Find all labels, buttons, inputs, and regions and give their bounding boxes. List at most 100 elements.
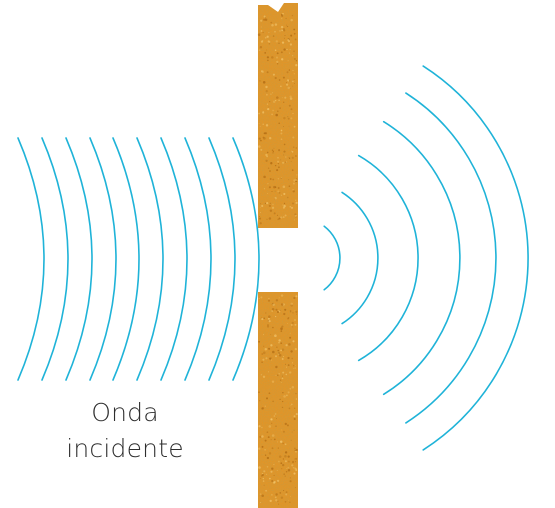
barrier-speckle: [280, 177, 282, 179]
barrier-speckle: [293, 472, 296, 475]
barrier-speckle: [265, 473, 268, 476]
barrier-speckle: [264, 36, 267, 39]
barrier-speckle: [284, 308, 287, 311]
barrier-speckle: [282, 185, 286, 189]
barrier-speckle: [279, 309, 281, 311]
barrier-speckle: [289, 49, 291, 51]
barrier-speckle: [290, 302, 294, 306]
barrier-speckle: [294, 38, 297, 41]
barrier-speckle: [292, 55, 294, 57]
barrier-speckle: [289, 95, 292, 98]
barrier-speckle: [289, 43, 293, 46]
barrier-speckle: [274, 30, 276, 33]
barrier-speckle: [296, 174, 298, 176]
barrier-speckle: [287, 460, 290, 463]
barrier-speckle: [295, 469, 298, 472]
barrier-speckle: [293, 429, 295, 431]
barrier-speckle: [275, 499, 278, 502]
barrier-speckle: [275, 40, 278, 43]
barrier-speckle: [258, 340, 260, 343]
barrier-speckle: [271, 494, 273, 496]
barrier-speckle: [274, 23, 278, 26]
barrier-speckle: [288, 69, 291, 71]
barrier-speckle: [280, 303, 284, 306]
incident-wavefront-7: [160, 137, 188, 381]
barrier-speckle: [271, 23, 274, 27]
barrier-speckle: [287, 455, 290, 458]
barrier-speckle: [262, 480, 265, 482]
barrier-speckle: [290, 439, 292, 441]
barrier-speckle: [291, 14, 294, 17]
barrier-speckle: [265, 124, 269, 127]
barrier-speckle: [287, 391, 290, 394]
barrier-speckle: [292, 113, 294, 115]
barrier-speckle: [261, 445, 264, 448]
barrier-speckle: [265, 489, 267, 492]
barrier-speckle: [283, 202, 286, 205]
barrier-speckle: [280, 85, 282, 88]
barrier-speckle: [271, 56, 274, 59]
barrier-speckle: [288, 104, 291, 107]
barrier-speckle: [275, 308, 278, 311]
incident-wavefront-10: [232, 137, 260, 381]
barrier-speckle: [266, 456, 270, 460]
barrier-speckle: [264, 449, 266, 451]
barrier-speckle: [278, 460, 280, 463]
barrier-speckle: [286, 424, 289, 427]
barrier-speckle: [272, 326, 274, 329]
barrier-speckle: [280, 327, 283, 330]
barrier-speckle: [294, 458, 296, 460]
barrier-speckle: [270, 21, 273, 24]
barrier-speckle: [267, 59, 269, 62]
barrier-speckle: [258, 425, 261, 428]
barrier-speckle: [283, 490, 285, 492]
barrier-speckle: [289, 501, 291, 503]
barrier-speckle: [284, 422, 287, 426]
barrier-speckle: [285, 83, 289, 86]
barrier-speckle: [290, 496, 291, 497]
barrier-speckle: [293, 70, 295, 72]
barrier-speckle: [294, 449, 296, 451]
barrier-speckle: [263, 188, 265, 190]
barrier-speckle: [294, 447, 296, 450]
barrier-speckle: [281, 325, 284, 328]
barrier-speckle: [262, 375, 266, 378]
barrier-speckle: [292, 69, 294, 71]
barrier-speckle: [292, 466, 295, 469]
barrier-speckle: [269, 357, 272, 360]
barrier-speckle: [260, 40, 264, 43]
barrier-speckle: [276, 479, 280, 483]
barrier-speckle: [266, 93, 268, 96]
barrier-speckle: [271, 467, 274, 470]
barrier-speckle: [293, 367, 295, 370]
barrier-speckle: [295, 64, 298, 67]
barrier-speckle: [277, 349, 279, 352]
barrier-speckle: [294, 213, 297, 216]
barrier-speckle: [273, 474, 275, 476]
barrier-speckle: [271, 113, 273, 116]
barrier-speckle: [295, 295, 298, 298]
barrier-speckle: [292, 136, 295, 139]
barrier-speckle: [282, 216, 285, 219]
barrier-speckle: [291, 206, 293, 209]
diffracted-wavefront-4: [382, 120, 461, 396]
barrier-speckle: [259, 222, 262, 225]
barrier-speckle: [295, 461, 297, 463]
incident-wavefront-9: [208, 137, 236, 381]
barrier-speckle: [276, 214, 279, 216]
barrier-speckle: [294, 407, 296, 409]
barrier-speckle: [289, 87, 291, 89]
barrier-speckle: [278, 297, 280, 299]
barrier-speckle: [274, 334, 277, 338]
barrier-speckle: [291, 460, 295, 464]
barrier-speckle: [261, 204, 264, 208]
barrier-speckle: [289, 52, 291, 54]
barrier-speckle: [279, 107, 281, 109]
barrier-speckle: [260, 139, 262, 142]
barrier-speckle: [263, 470, 266, 473]
barrier-speckle: [281, 97, 283, 99]
barrier-speckle: [278, 166, 280, 169]
barrier-speckle: [261, 435, 264, 438]
barrier-speckle: [260, 30, 263, 32]
barrier-speckle: [295, 147, 298, 149]
